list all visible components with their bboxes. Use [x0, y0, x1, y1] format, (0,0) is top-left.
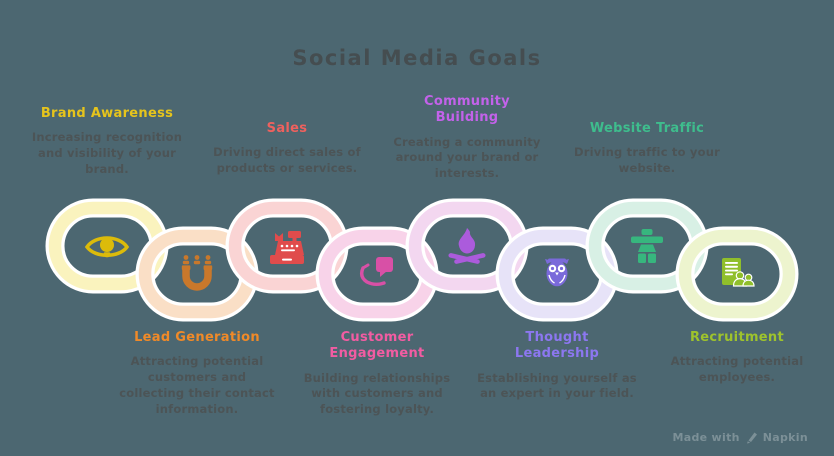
goal-description: Establishing yourself as an expert in yo…: [477, 370, 637, 401]
pen-icon: [746, 432, 757, 444]
watermark-prefix: Made with: [672, 431, 740, 444]
goal-description: Attracting potential customers and colle…: [119, 354, 275, 416]
goal-block-customer-engagement: Customer Engagement Building relationshi…: [295, 330, 459, 418]
watermark: Made with Napkin: [673, 431, 809, 444]
watermark-brand: Napkin: [762, 431, 808, 444]
building-people-icon: [722, 258, 755, 287]
goal-description: Driving direct sales of products or serv…: [213, 145, 361, 176]
chat-hand-icon: [359, 257, 393, 286]
goal-block-recruitment: Recruitment Attracting potential employe…: [655, 330, 819, 386]
goal-label: Brand Awareness: [40, 106, 174, 121]
goal-label: Sales: [266, 121, 308, 136]
goal-label: Recruitment: [689, 330, 784, 345]
campfire-icon: [448, 228, 486, 264]
goal-label: Community Building: [424, 94, 510, 126]
goal-block-website-traffic: Website Traffic Driving traffic to your …: [565, 121, 729, 177]
traffic-figure-icon: [631, 229, 663, 263]
chain-link-recruitment: [675, 226, 799, 322]
goal-label: Customer Engagement: [329, 330, 425, 362]
cash-register-icon: [270, 231, 304, 264]
goal-description: Increasing recognition and visibility of…: [31, 130, 183, 176]
goal-block-thought-leadership: Thought Leadership Establishing yourself…: [475, 330, 639, 402]
goal-block-sales: Sales Driving direct sales of products o…: [205, 121, 369, 177]
goal-label: Thought Leadership: [514, 330, 600, 362]
goal-label: Lead Generation: [134, 330, 260, 345]
goal-block-brand-awareness: Brand Awareness Increasing recognition a…: [25, 106, 189, 178]
goal-label: Website Traffic: [589, 121, 705, 136]
goal-description: Driving traffic to your website.: [574, 145, 720, 176]
eye-bulb-icon: [84, 236, 130, 258]
owl-icon: [545, 258, 569, 287]
magnet-people-icon: [181, 255, 213, 291]
goal-block-community-building: Community Building Creating a community …: [385, 94, 549, 182]
goal-block-lead-generation: Lead Generation Attracting potential cus…: [115, 330, 279, 418]
goal-description: Attracting potential employees.: [670, 354, 804, 385]
goal-description: Creating a community around your brand o…: [393, 134, 541, 181]
page-title: Social Media Goals: [292, 46, 542, 70]
goal-description: Building relationships with customers an…: [303, 370, 451, 417]
